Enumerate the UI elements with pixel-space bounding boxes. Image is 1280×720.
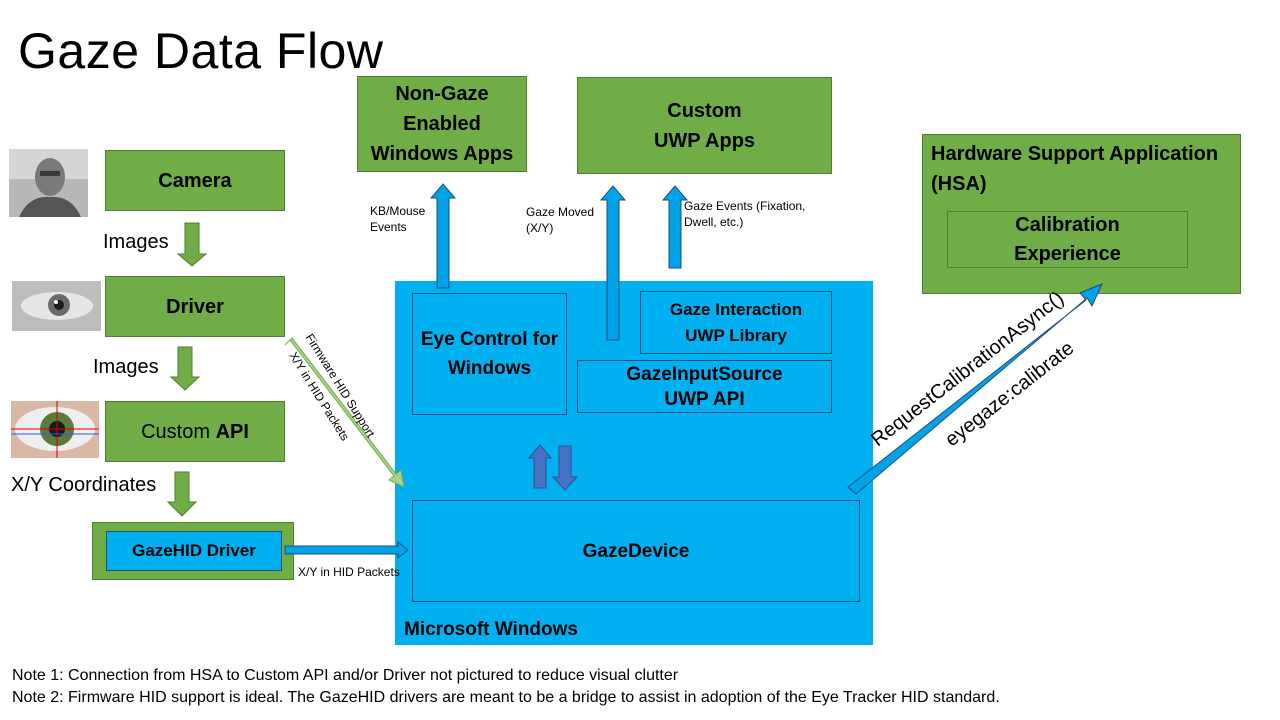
kb-mouse-up-arrow: [429, 183, 457, 289]
iris-photo: [11, 401, 99, 458]
hsa-label: Hardware Support Application (HSA): [931, 143, 1219, 195]
images-down-arrow-2: [169, 346, 201, 391]
microsoft-windows-label: Microsoft Windows: [404, 619, 578, 640]
camera-box: Camera: [105, 150, 285, 211]
custom-api-prefix: Custom: [141, 420, 216, 443]
xy-down-arrow: [166, 471, 198, 517]
microsoft-windows-box: Microsoft Windows: [395, 281, 873, 645]
gaze-device-box: GazeDevice: [412, 500, 860, 602]
custom-api-box: Custom API: [105, 401, 285, 462]
gaze-moved-label: Gaze Moved (X/Y): [526, 205, 595, 235]
gaze-input-source-box: GazeInputSource UWP API: [577, 360, 832, 413]
eye-control-label: Eye Control for Windows: [420, 329, 559, 379]
images-label-1: Images: [103, 231, 169, 253]
xy-hid-packets-arrow: [284, 540, 409, 560]
driver-box: Driver: [105, 276, 285, 337]
calibrate-arrow: [847, 283, 1103, 495]
note-2: Note 2: Firmware HID support is ideal. T…: [12, 689, 1000, 706]
page-title: Gaze Data Flow: [18, 23, 384, 79]
xy-coordinates-label: X/Y Coordinates: [11, 474, 157, 496]
custom-api-label: Custom API: [141, 417, 249, 447]
images-label-2: Images: [93, 356, 159, 378]
camera-label: Camera: [158, 169, 232, 192]
gazehid-driver-outer: GazeHID Driver: [92, 522, 294, 580]
eye-control-box: Eye Control for Windows: [412, 293, 567, 415]
custom-api-bold: API: [215, 420, 249, 443]
images-down-arrow-1: [176, 222, 208, 267]
face-photo: [9, 149, 88, 217]
gazehid-driver-label: GazeHID Driver: [132, 541, 256, 560]
calibration-label: Calibration Experience: [1014, 213, 1121, 265]
xy-hid-packets-label: X/Y in HID Packets: [298, 565, 400, 579]
custom-uwp-apps-box: Custom UWP Apps: [577, 77, 832, 174]
gazehid-driver-box: GazeHID Driver: [106, 531, 282, 571]
kb-mouse-events-label: KB/Mouse Events: [370, 204, 426, 234]
eye-photo: [12, 281, 101, 331]
calibration-box: Calibration Experience: [947, 211, 1188, 268]
gaze-device-label: GazeDevice: [582, 540, 690, 562]
driver-label: Driver: [166, 295, 224, 318]
gaze-input-source-label: GazeInputSource UWP API: [626, 363, 783, 410]
note-1: Note 1: Connection from HSA to Custom AP…: [12, 667, 679, 684]
gaze-interaction-label: Gaze Interaction UWP Library: [669, 299, 803, 345]
gaze-interaction-box: Gaze Interaction UWP Library: [640, 291, 832, 354]
custom-uwp-apps-label: Custom UWP Apps: [653, 99, 756, 152]
non-gaze-apps-label: Non-Gaze Enabled Windows Apps: [370, 83, 514, 165]
gaze-events-label: Gaze Events (Fixation, Dwell, etc.): [684, 199, 806, 229]
hsa-box: Hardware Support Application (HSA) Calib…: [922, 134, 1241, 294]
non-gaze-apps-box: Non-Gaze Enabled Windows Apps: [357, 76, 527, 172]
